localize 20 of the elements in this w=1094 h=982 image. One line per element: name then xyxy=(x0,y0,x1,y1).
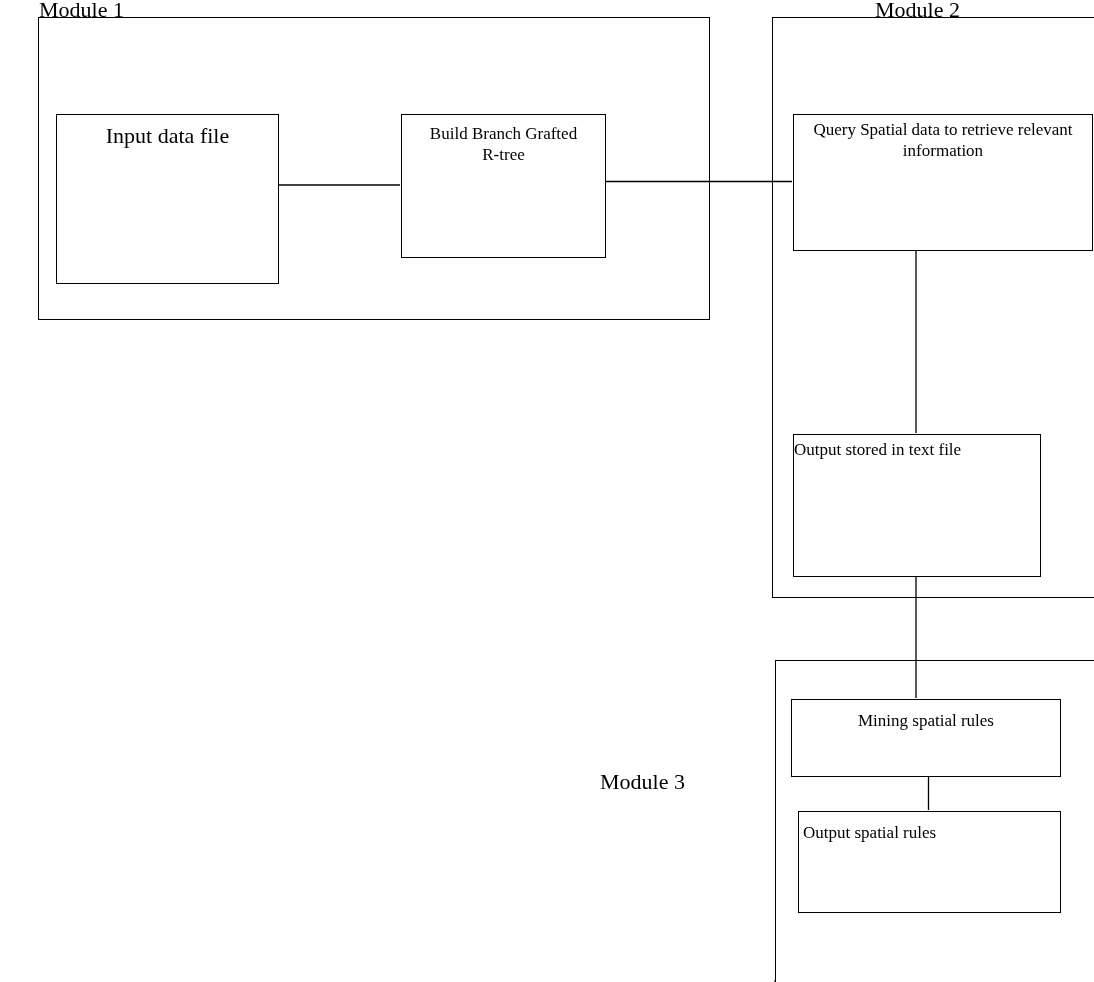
process-box xyxy=(56,114,279,284)
module-title: Module 2 xyxy=(875,0,960,21)
process-box xyxy=(793,434,1041,577)
box-label: Output spatial rules xyxy=(803,822,938,844)
box-label: Input data file xyxy=(104,122,231,150)
box-label: Query Spatial data to retrieve relevant information xyxy=(812,119,1074,162)
process-box xyxy=(791,699,1061,777)
process-box xyxy=(798,811,1061,913)
connector-line xyxy=(927,775,930,811)
process-box xyxy=(793,114,1093,251)
box-label: Output stored in text file xyxy=(794,439,963,461)
connector-line xyxy=(277,184,401,186)
box-label: Build Branch Grafted R-tree xyxy=(428,123,579,166)
module-title: Module 1 xyxy=(39,0,124,21)
module-title: Module 3 xyxy=(600,771,685,793)
connector-line xyxy=(604,180,793,183)
connector-line xyxy=(915,575,917,699)
box-label: Mining spatial rules xyxy=(857,710,995,732)
process-box xyxy=(401,114,606,258)
connector-line xyxy=(915,249,917,434)
